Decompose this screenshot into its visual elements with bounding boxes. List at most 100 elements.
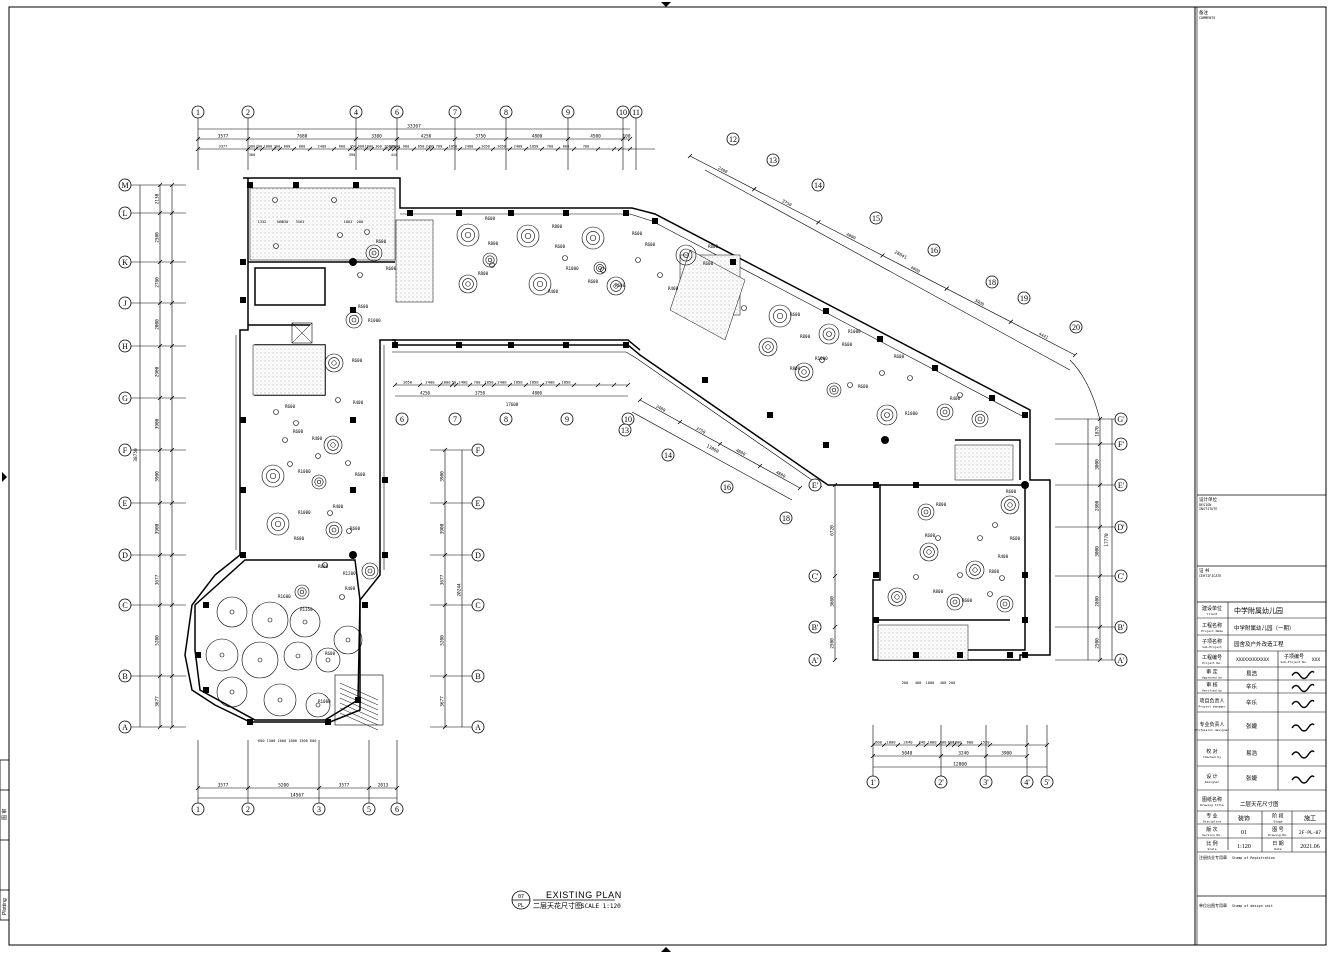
titleblock-text: 图 号 (1272, 827, 1283, 833)
dimension-text: 3900 (1001, 751, 1012, 757)
ceiling-light-center (589, 234, 597, 242)
ceiling-light-ring (965, 560, 985, 580)
wall-segment (254, 267, 326, 306)
dimension-text: 650 (418, 145, 425, 149)
ceiling-light-center (923, 509, 929, 515)
dimension-tick (1097, 416, 1103, 422)
dimension-text: 600 (358, 145, 365, 149)
dimension-tick (169, 300, 175, 306)
grid-bubble (390, 802, 404, 816)
dimension-tick (617, 146, 623, 152)
titleblock-text: CERTIFICATE (1199, 574, 1221, 578)
dimension-tick (442, 602, 448, 608)
grid-bubble (808, 653, 822, 667)
dimension-text: 50 (452, 380, 457, 385)
radius-label: R400 (668, 286, 679, 291)
radius-label: R600 (962, 598, 973, 603)
dimension-text: 1863 (344, 220, 353, 224)
grid-bubble (471, 598, 485, 612)
dimension-tick (491, 382, 497, 388)
titleblock-text: 辛乐 (1246, 699, 1258, 707)
stair-tread (339, 682, 379, 701)
ceiling-light-ring (485, 255, 495, 265)
titleblock-text: 01 (1241, 830, 1247, 836)
radius-label: R1000 (298, 469, 311, 474)
radius-label: R600 (293, 429, 304, 434)
radius-label: R1600 (278, 594, 291, 599)
dimension-tick (490, 146, 496, 152)
grid-label: C' (1118, 572, 1125, 581)
grid-label: 6 (400, 415, 404, 424)
dimension-text: 2400 (497, 380, 507, 385)
dimension-text: 4800 (735, 448, 747, 457)
radius-label: R400 (998, 554, 1009, 559)
dimension-text: 4441 (1038, 331, 1050, 340)
dimension-text: 400 (940, 681, 947, 685)
ceiling-light-ring (936, 403, 954, 421)
ceiling-light-center (952, 599, 958, 605)
dimension-tick (1097, 482, 1103, 488)
grid-label: A' (1117, 656, 1125, 665)
grid-bubble (1114, 520, 1128, 534)
downlight (327, 510, 333, 516)
titleblock-text: 装饰 (1238, 815, 1250, 823)
dimension-text: 3900 (974, 298, 986, 307)
ceiling-light-ring (887, 587, 907, 607)
downlight (272, 197, 278, 203)
dimension-text: 800 (299, 145, 306, 149)
grid-label: 9 (566, 108, 570, 117)
radius-label: R600 (790, 312, 801, 317)
dimension-text: 2400 (717, 165, 729, 174)
radius-label: R800 (933, 589, 944, 594)
dimension-text: 2400 (392, 145, 401, 149)
downlight (819, 357, 825, 363)
dimension-text: 600 (339, 145, 346, 149)
grid-label: 5' (1044, 778, 1050, 787)
grid-label: 11 (632, 108, 640, 117)
ceiling-light-center (926, 549, 932, 555)
radius-label: R400 (345, 586, 356, 591)
grid-label: F' (1118, 440, 1124, 449)
ceiling-light-center (1002, 601, 1008, 607)
column (240, 552, 246, 558)
ceiling-light-ring (482, 252, 498, 268)
ceiling-disc (216, 676, 248, 708)
grid-label: 5 (367, 805, 371, 814)
grid-label: 20 (1072, 323, 1080, 332)
downlight (635, 257, 641, 263)
ceiling-light-ring (516, 224, 540, 248)
dimension-tick (347, 146, 353, 152)
column (203, 602, 209, 608)
column (350, 307, 356, 313)
ceiling-light-ring (314, 477, 324, 487)
dimension-tick (442, 673, 448, 679)
grid-label: 1 (196, 108, 200, 117)
ceiling-light-ring (596, 264, 604, 272)
column (623, 342, 629, 348)
downlight (345, 460, 351, 466)
ceiling-light-center (367, 568, 373, 574)
grid-label: B' (812, 623, 819, 632)
column (989, 395, 995, 401)
radius-label: R800 (488, 241, 499, 246)
stair-tread (339, 712, 379, 731)
side-label-1: 图 审 (1, 809, 8, 820)
titleblock-text: 注册执业专用章 (1199, 854, 1227, 860)
downlight (346, 528, 352, 534)
hatched-area (877, 624, 969, 661)
ceiling-light-ring (294, 584, 310, 600)
dimension-tick (411, 146, 417, 152)
ceiling-light-center (765, 344, 771, 350)
grid-label: H (122, 342, 128, 351)
grid-label: 2 (246, 805, 250, 814)
downlight (337, 232, 343, 238)
dimension-tick (291, 146, 297, 152)
wall-segment (194, 559, 361, 721)
titleblock-text: 张婕 (1246, 774, 1258, 782)
grid-label: 15 (872, 214, 880, 223)
titleblock-text: 工程名称 (1202, 622, 1222, 629)
titleblock-text: Date (1274, 847, 1281, 851)
column (325, 719, 331, 725)
dimension-tick (442, 724, 448, 730)
